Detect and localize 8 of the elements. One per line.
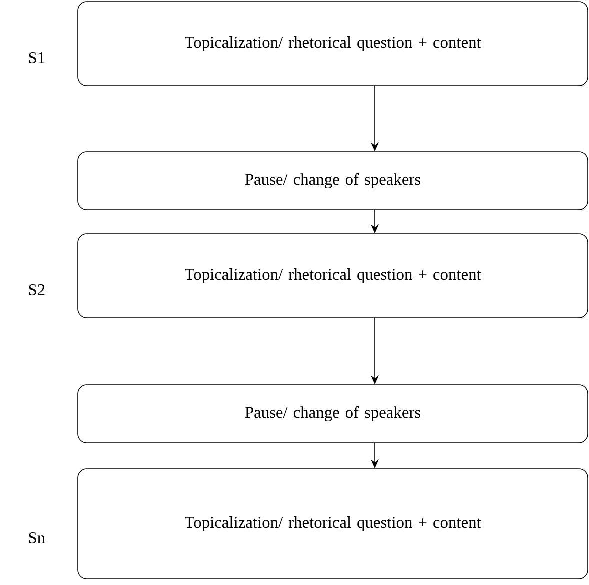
step-label: Sn [29, 532, 46, 544]
step-label: S1 [29, 52, 45, 64]
step-label: S2 [29, 284, 45, 296]
process-box: Pause/ change of speakers [78, 152, 588, 210]
process-box: Topicalization/ rhetorical question + content [78, 468, 588, 580]
process-box: Topicalization/ rhetorical question + content [78, 2, 588, 86]
process-box: Pause/ change of speakers [78, 384, 588, 444]
process-box: Topicalization/ rhetorical question + content [78, 234, 588, 318]
